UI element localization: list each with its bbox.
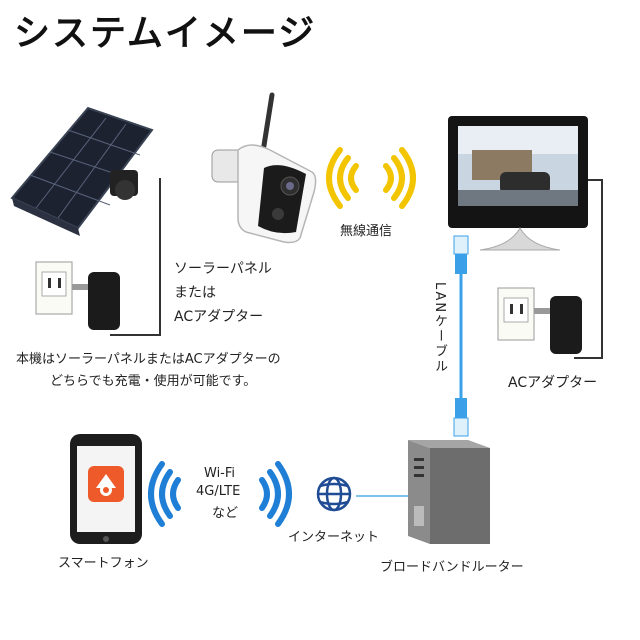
mobile-signal-icon: [148, 461, 292, 527]
solar-or-ac-label-line1: ソーラーパネル: [174, 261, 272, 277]
note-line2: どちらでも充電・使用が可能です。: [50, 374, 257, 389]
wifi-label-line1: Wi-Fi: [204, 466, 236, 481]
router-label: ブロードバンドルーター: [380, 560, 524, 575]
solar-cable: [110, 178, 161, 336]
wireless-label: 無線通信: [340, 224, 393, 239]
solar-or-ac-label-line2: または: [174, 285, 216, 301]
router: [408, 440, 490, 544]
lan-cable: [453, 235, 469, 437]
smartphone: [70, 434, 142, 544]
monitor: [448, 116, 588, 251]
globe-icon: [316, 476, 352, 512]
ac-adapter-right: [534, 296, 582, 354]
solar-panel: [10, 106, 154, 236]
lan-cable-label: LANケーブル: [432, 282, 447, 375]
wireless-signal-icon: [326, 147, 416, 209]
wall-outlet-left: [35, 261, 73, 315]
wifi-label-line3: など: [212, 506, 239, 521]
ac-adapter-left: [72, 272, 120, 330]
note-line1: 本機はソーラーパネルまたはACアダプターの: [16, 352, 281, 367]
solar-or-ac-label-line3: ACアダプター: [174, 309, 264, 325]
internet-label: インターネット: [288, 530, 380, 545]
wifi-label-line2: 4G/LTE: [196, 484, 241, 499]
ac-adapter-label: ACアダプター: [508, 375, 598, 391]
smartphone-label: スマートフォン: [58, 556, 149, 571]
page-title: システムイメージ: [14, 13, 317, 54]
wall-outlet-right: [497, 287, 535, 341]
camera: [211, 92, 317, 244]
monitor-power-cable: [574, 179, 603, 359]
